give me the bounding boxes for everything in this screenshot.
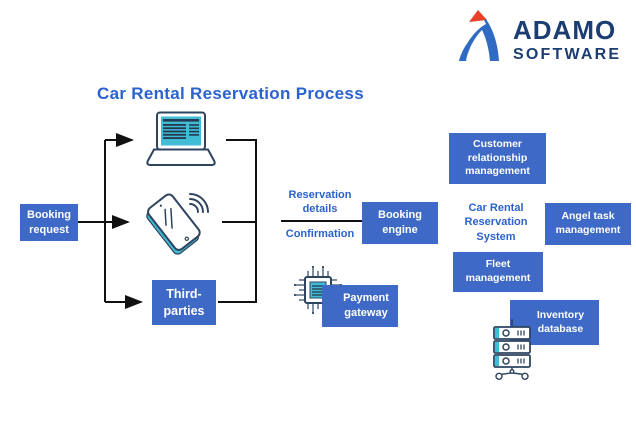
brand-name: ADAMO SOFTWARE — [513, 9, 621, 63]
fleet-management-node: Fleet management — [453, 252, 543, 292]
booking-request-node: Booking request — [20, 204, 78, 241]
brand-name-top: ADAMO — [513, 15, 617, 45]
booking-engine-node: Booking engine — [362, 202, 438, 244]
car-rental-reservation-system-label: Car Rental Reservation System — [464, 202, 528, 243]
customer-relationship-management-node: Customer relationship management — [449, 133, 546, 184]
adamo-logo-icon — [459, 10, 499, 61]
brand-logo: ADAMO SOFTWARE — [457, 9, 621, 63]
angel-task-management-node: Angel task management — [545, 203, 631, 245]
page-title: Car Rental Reservation Process — [97, 84, 364, 103]
laptop-icon — [146, 111, 216, 166]
database-server-icon — [493, 319, 531, 380]
brand-name-bottom: SOFTWARE — [513, 46, 622, 63]
payment-gateway-node: Payment gateway — [322, 285, 398, 327]
smartphone-icon — [146, 193, 209, 255]
reservation-details-label: Reservation details — [288, 189, 352, 216]
confirmation-label: Confirmation — [285, 228, 355, 240]
third-parties-node: Third- parties — [152, 280, 216, 325]
